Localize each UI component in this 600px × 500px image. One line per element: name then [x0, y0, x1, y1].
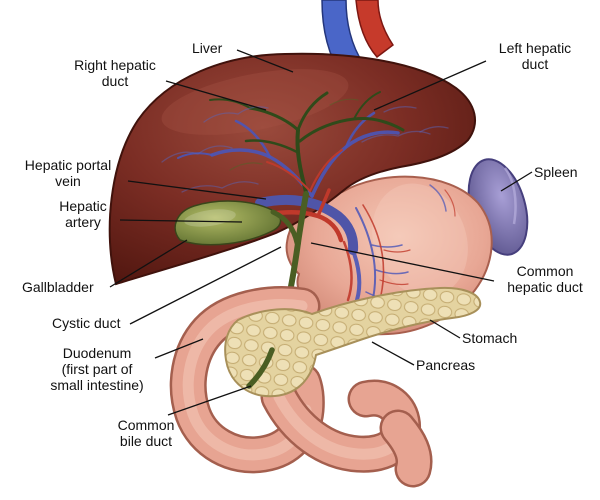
gallbladder-shape	[174, 200, 300, 246]
label-cystic-duct: Cystic duct	[52, 315, 121, 331]
leader-hepatic-artery	[119, 219, 243, 223]
label-hepatic-portal-vein: Hepatic portal vein	[24, 157, 112, 189]
label-common-bile-duct: Common bile duct	[117, 417, 175, 449]
leader-common-bile-duct	[167, 385, 252, 416]
label-common-hepatic-duct: Common hepatic duct	[507, 263, 583, 295]
leader-lines	[109, 49, 533, 416]
leader-common-hepatic-duct	[310, 242, 495, 282]
label-hepatic-artery: Hepatic artery	[59, 198, 107, 230]
leader-stomach	[429, 319, 461, 339]
leader-spleen	[500, 171, 533, 192]
cystic-duct-vessel	[270, 209, 300, 246]
leader-duodenum	[154, 338, 204, 359]
label-duodenum: Duodenum (first part of small intestine)	[50, 345, 144, 393]
leader-right-hepatic-duct	[165, 80, 267, 111]
label-left-hepatic-duct: Left hepatic duct	[498, 40, 572, 72]
label-pancreas: Pancreas	[416, 357, 476, 373]
leader-left-hepatic-duct	[373, 60, 487, 111]
leader-hepatic-portal-vein	[127, 180, 267, 200]
leader-gallbladder	[109, 239, 188, 288]
hepatic-vessel-trees	[161, 91, 449, 198]
leader-cystic-duct	[129, 246, 282, 325]
label-spleen: Spleen	[534, 164, 578, 180]
common-bile-duct-vessel	[246, 347, 275, 389]
label-gallbladder: Gallbladder	[22, 279, 94, 295]
portal-vein	[255, 194, 359, 255]
label-liver: Liver	[192, 40, 223, 56]
leader-liver	[236, 49, 294, 73]
pancreas-shape	[224, 286, 482, 398]
leader-pancreas	[371, 341, 415, 366]
duodenum-shape	[169, 286, 433, 488]
label-stomach: Stomach	[462, 330, 518, 346]
label-right-hepatic-duct: Right hepatic duct	[74, 57, 156, 89]
aorta	[355, 0, 395, 59]
